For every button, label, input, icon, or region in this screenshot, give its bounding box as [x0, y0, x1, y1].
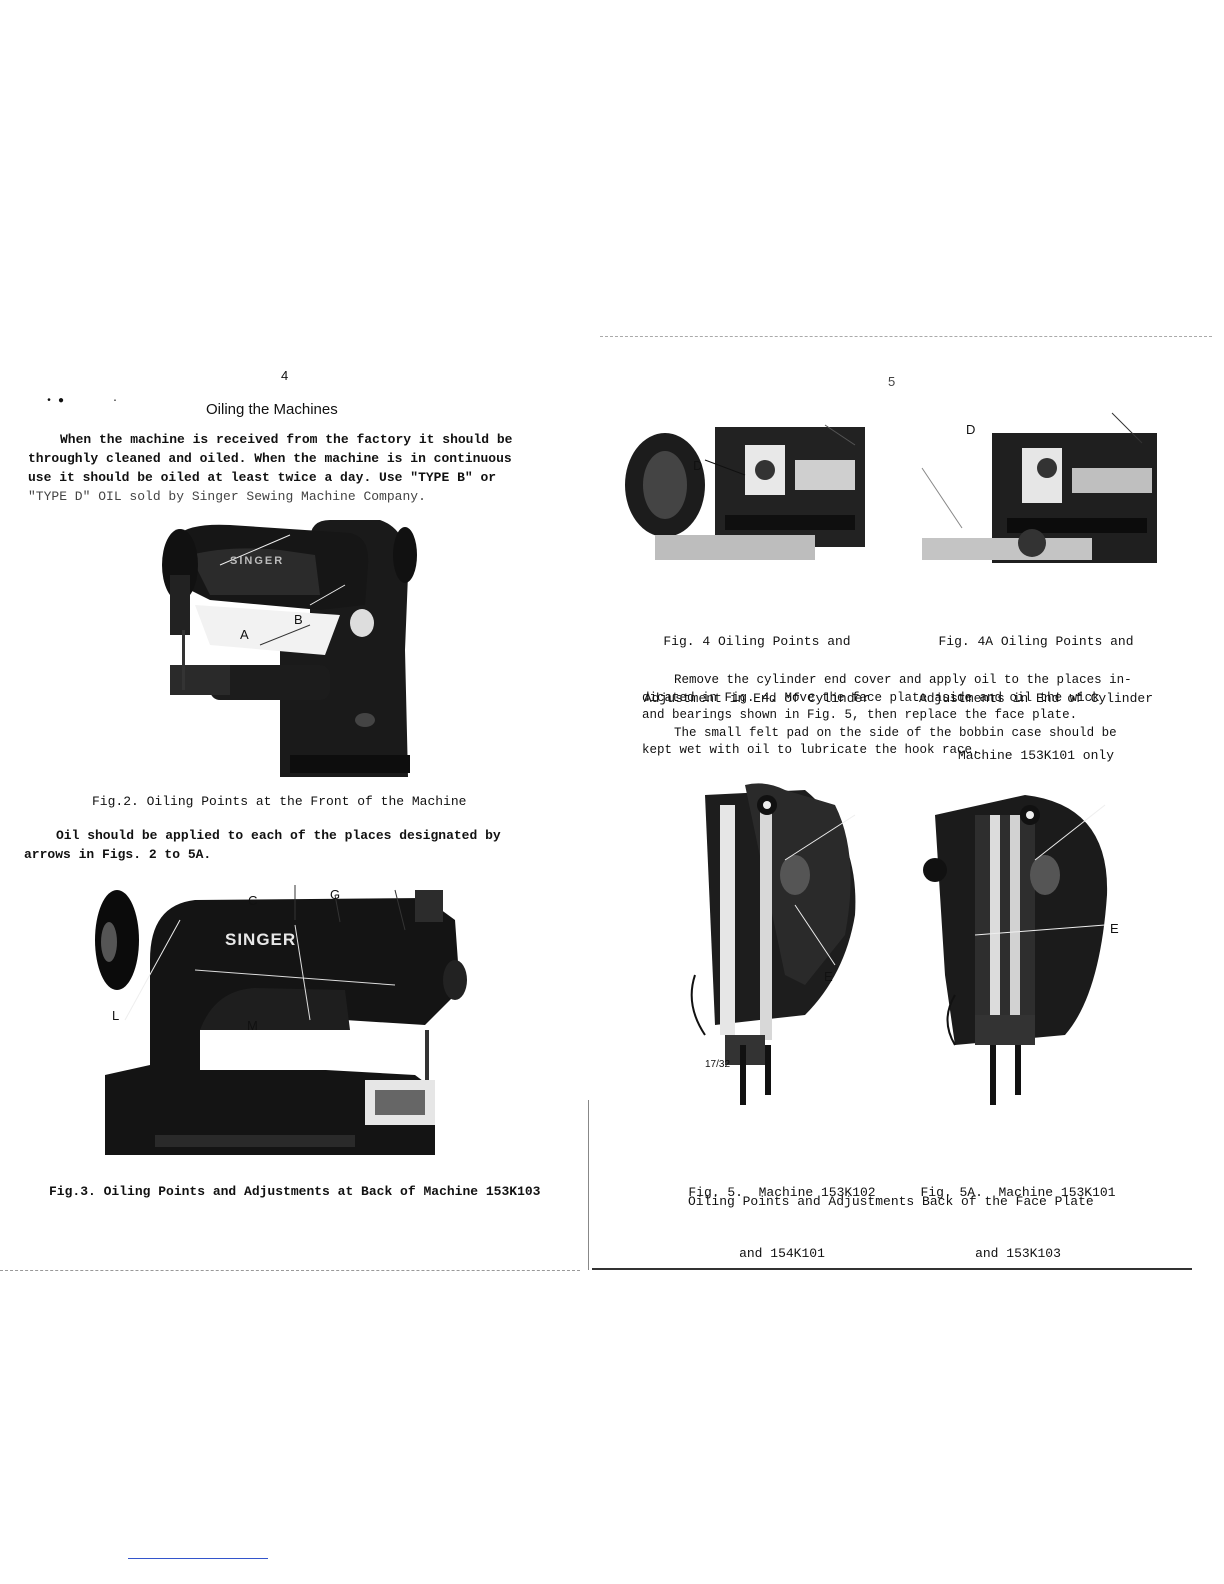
- shared-figure-caption: Oiling Points and Adjustments Back of th…: [688, 1194, 1094, 1209]
- fig3-label-l: L: [112, 1008, 120, 1023]
- left-page-bottom-edge: [0, 1270, 580, 1271]
- fig4a-photo: D: [912, 408, 1162, 580]
- body-line: The small felt pad on the side of the bo…: [674, 725, 1117, 740]
- right-page-bottom-edge: [592, 1268, 1192, 1270]
- fig4a-caption-line: Adjustments in End of Cylinder: [918, 691, 1154, 706]
- right-page-number: 5: [888, 374, 896, 389]
- top-edge-line: [600, 336, 1212, 337]
- body-line: dicated in Fig. 4. Move the face plate a…: [642, 690, 1100, 705]
- fig2-caption: Fig.2. Oiling Points at the Front of the…: [92, 794, 467, 809]
- fig2-label-a: A: [240, 627, 249, 642]
- fig3-machine-photo: SINGER C G L M: [95, 880, 475, 1155]
- fig3-caption: Fig.3. Oiling Points and Adjustments at …: [49, 1184, 541, 1199]
- body-line: Remove the cylinder end cover and apply …: [674, 673, 1132, 687]
- fig5-caption-line: Fig. 5. Machine 153K102: [688, 1185, 876, 1200]
- fig4-caption-line: Fig. 4 Oiling Points and: [663, 634, 851, 649]
- fig5a-caption: Fig. 5A. Machine 153K101 and 153K103: [906, 1145, 1130, 1282]
- intro-line: throughly cleaned and oiled. When the ma…: [28, 451, 512, 466]
- intro-line: "TYPE D" OIL sold by Singer Sewing Machi…: [28, 489, 426, 504]
- fig4a-caption: Fig. 4A Oiling Points and Adjustments in…: [908, 594, 1164, 784]
- fig4-photo: D: [625, 415, 870, 575]
- fig2-brand-area: SINGER: [230, 555, 285, 567]
- fig5a-caption-line: and 153K103: [975, 1246, 1061, 1261]
- fig3-label-c: C: [248, 893, 258, 908]
- body-line: kept wet with oil to lubricate the hook …: [642, 743, 980, 757]
- intro-line: use it should be oiled at least twice a …: [28, 470, 497, 485]
- fig4-caption-line: Adjustment in End of Cylinder: [643, 691, 871, 706]
- fig5-photo: E 17/32: [685, 775, 860, 1120]
- bottom-underline: [128, 1558, 268, 1559]
- oil-line: Oil should be applied to each of the pla…: [56, 828, 501, 843]
- body-line: and bearings shown in Fig. 5, then repla…: [642, 708, 1078, 722]
- fig5a-photo: E: [915, 775, 1119, 1120]
- intro-paragraph: When the machine is received from the fa…: [28, 430, 558, 506]
- decorative-marks: • ● ·: [46, 396, 119, 407]
- fig4-label-d: D: [693, 458, 703, 473]
- page-gutter: [588, 1100, 589, 1270]
- fig2-label-b: B: [294, 612, 303, 627]
- fig5a-label-e: E: [1110, 921, 1119, 936]
- oil-line: arrows in Figs. 2 to 5A.: [24, 847, 212, 862]
- fig3-label-m: M: [247, 1018, 258, 1033]
- section-heading: Oiling the Machines: [206, 401, 338, 418]
- fig4a-label-d: D: [966, 422, 976, 437]
- fig5a-caption-line: Fig. 5A. Machine 153K101: [920, 1185, 1116, 1200]
- oil-paragraph: Oil should be applied to each of the pla…: [24, 826, 564, 864]
- fig3-brand-text: SINGER: [225, 930, 297, 949]
- fig4a-caption-line: Machine 153K101 only: [957, 748, 1115, 763]
- fig2-machine-photo: SINGER A B: [150, 515, 420, 780]
- fig5-caption-line: and 154K101: [739, 1246, 825, 1261]
- fig5-scale-label: 17/32: [705, 1059, 731, 1070]
- fig5-label-e: E: [824, 969, 833, 984]
- left-page-number: 4: [281, 368, 289, 383]
- right-body-paragraph: Remove the cylinder end cover and apply …: [642, 672, 1162, 760]
- fig4a-caption-line: Fig. 4A Oiling Points and: [938, 634, 1134, 649]
- fig4-caption: Fig. 4 Oiling Points and Adjustment in E…: [632, 594, 882, 727]
- intro-line: When the machine is received from the fa…: [60, 432, 513, 447]
- fig5-caption: Fig. 5. Machine 153K102 and 154K101: [672, 1145, 892, 1282]
- fig3-label-g: G: [330, 887, 341, 902]
